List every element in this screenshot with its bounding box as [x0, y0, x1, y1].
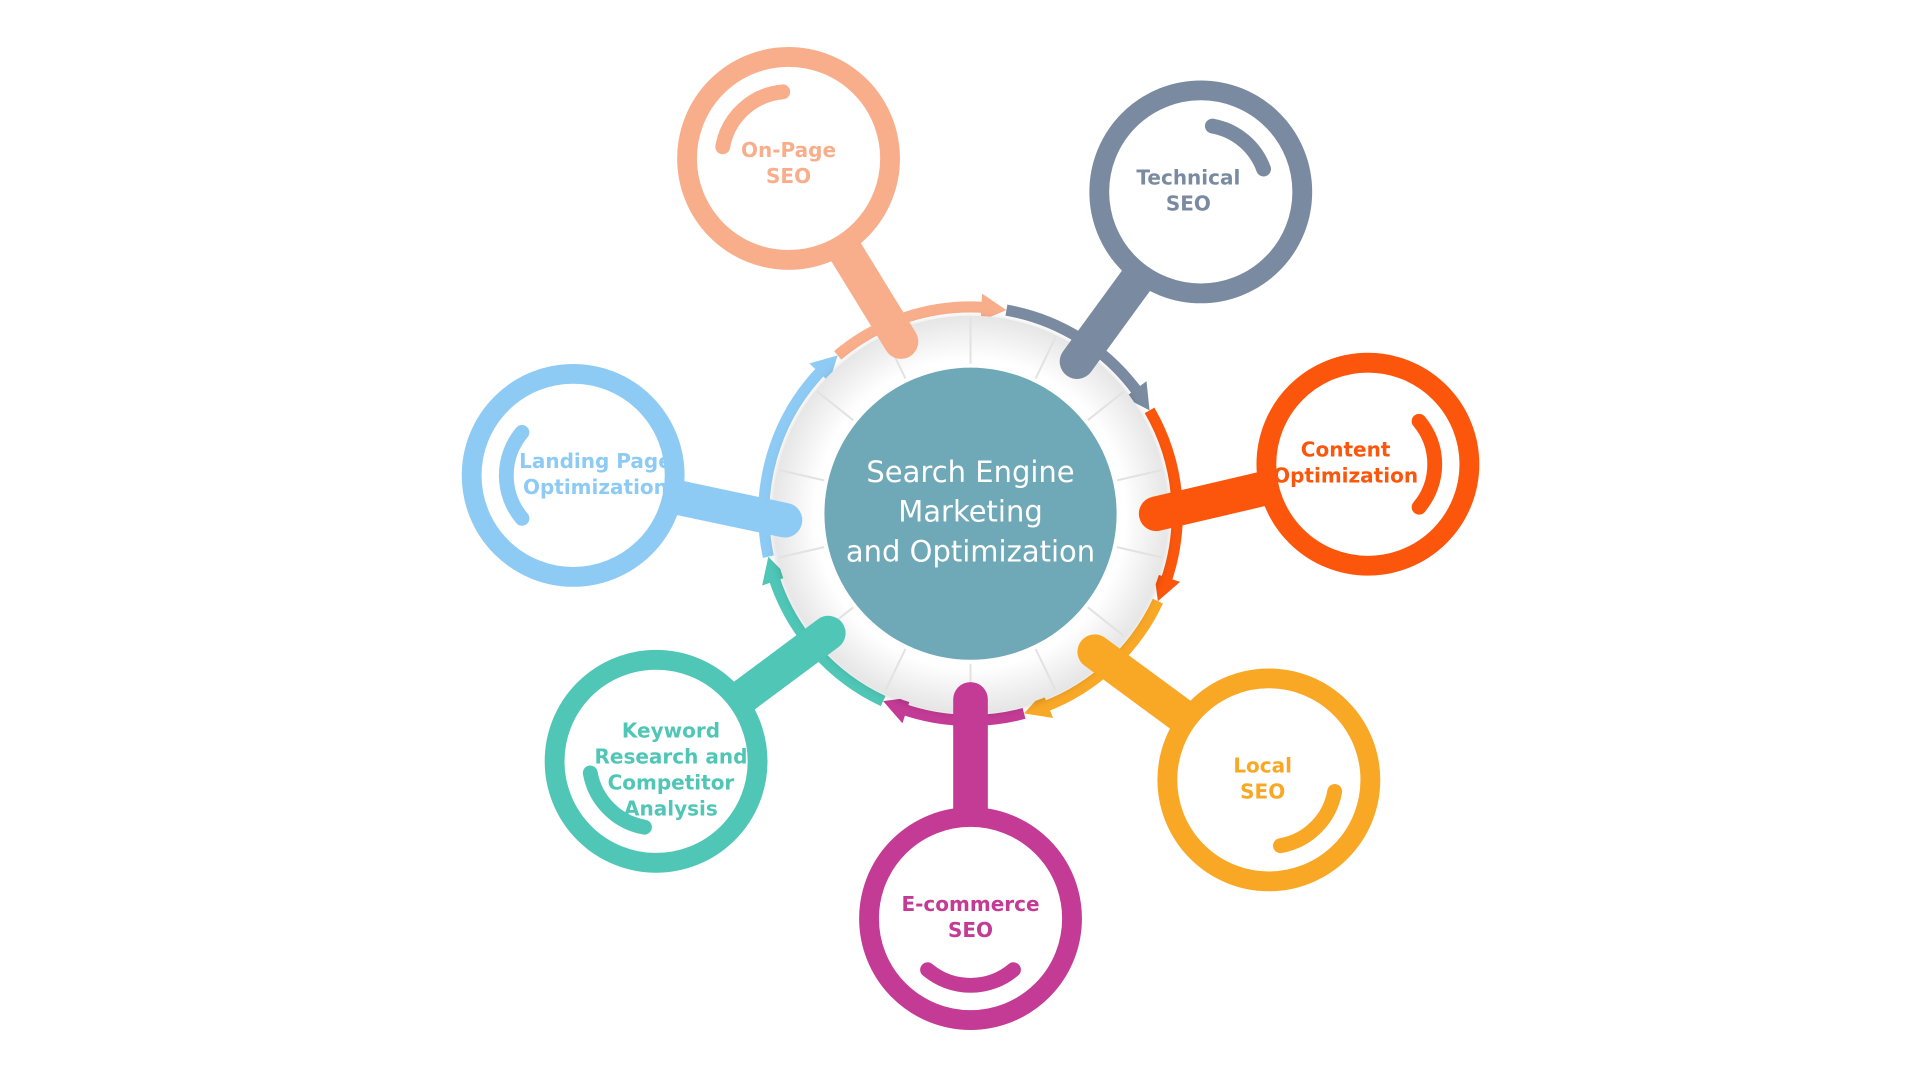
lens-highlight-e-commerce-seo	[920, 962, 1021, 993]
handle-keyword-research	[720, 615, 846, 719]
label-keyword-research-line-3: Competitor	[608, 771, 735, 795]
label-keyword-research-line-1: Keyword	[622, 719, 720, 743]
label-on-page-seo-line-2: SEO	[766, 164, 811, 188]
handle-content-optimization	[1138, 470, 1287, 532]
ring-divider	[816, 390, 854, 421]
hub-title-line-3: and Optimization	[846, 534, 1095, 568]
ring-divider	[779, 469, 825, 482]
label-keyword-research-line-4: Analysis	[624, 797, 718, 821]
lens-highlight-on-page-seo	[715, 84, 791, 155]
handle-on-page-seo	[824, 227, 919, 359]
label-content-optimization-line-1: Content	[1301, 438, 1391, 462]
ring-divider	[1034, 648, 1057, 691]
lens-highlight-landing-page-optimization	[498, 424, 530, 526]
label-on-page-seo-line-1: On-Page	[741, 138, 836, 162]
label-local-seo-line-2: SEO	[1240, 779, 1285, 803]
lens-ring-e-commerce-seo	[859, 807, 1082, 1030]
magnifier-handles	[655, 227, 1287, 835]
label-keyword-research-line-2: Research and	[594, 745, 747, 769]
cycle-arrowhead-e-commerce-seo	[883, 697, 911, 724]
ring-divider	[779, 546, 825, 559]
handle-local-seo	[1077, 634, 1205, 738]
ring-divider	[1087, 390, 1125, 421]
ring-divider	[1034, 336, 1057, 379]
lens-highlight-keyword-research	[582, 765, 652, 835]
hub-circle	[824, 367, 1117, 660]
cycle-arc-on-page-seo	[834, 301, 986, 360]
lens-ring-landing-page-optimization	[461, 363, 685, 587]
lens-highlight-content-optimization	[1411, 413, 1443, 515]
ring-divider	[1087, 606, 1125, 637]
cycle-arrowhead-keyword-research	[762, 556, 788, 586]
ring-divider	[884, 648, 907, 691]
hub-title-line-2: Marketing	[898, 495, 1043, 529]
handle-landing-page-optimization	[655, 479, 803, 538]
hub-title-line-1: Search Engine	[866, 455, 1074, 489]
label-landing-page-optimization-line-2: Optimization	[523, 475, 668, 499]
handle-technical-seo	[1059, 256, 1159, 379]
label-local-seo-line-1: Local	[1233, 753, 1292, 777]
cycle-arrowhead-local-seo	[1024, 692, 1054, 719]
lens-highlight-local-seo	[1273, 784, 1343, 854]
lens-ring-content-optimization	[1256, 352, 1480, 576]
ring-divider	[1116, 546, 1162, 559]
cycle-arrowhead-technical-seo	[1124, 381, 1150, 411]
label-technical-seo-line-1: Technical	[1136, 165, 1240, 189]
ring-divider	[1116, 469, 1162, 482]
label-technical-seo-line-2: SEO	[1166, 191, 1211, 215]
cycle-arrowhead-content-optimization	[1154, 573, 1181, 602]
cycle-arrowhead-on-page-seo	[980, 293, 1007, 321]
label-landing-page-optimization-line-1: Landing Page	[519, 449, 672, 473]
label-content-optimization-line-2: Optimization	[1273, 464, 1418, 488]
lens-highlight-technical-seo	[1204, 118, 1272, 177]
label-e-commerce-seo-line-2: SEO	[948, 918, 993, 942]
label-e-commerce-seo-line-1: E-commerce	[901, 892, 1039, 916]
